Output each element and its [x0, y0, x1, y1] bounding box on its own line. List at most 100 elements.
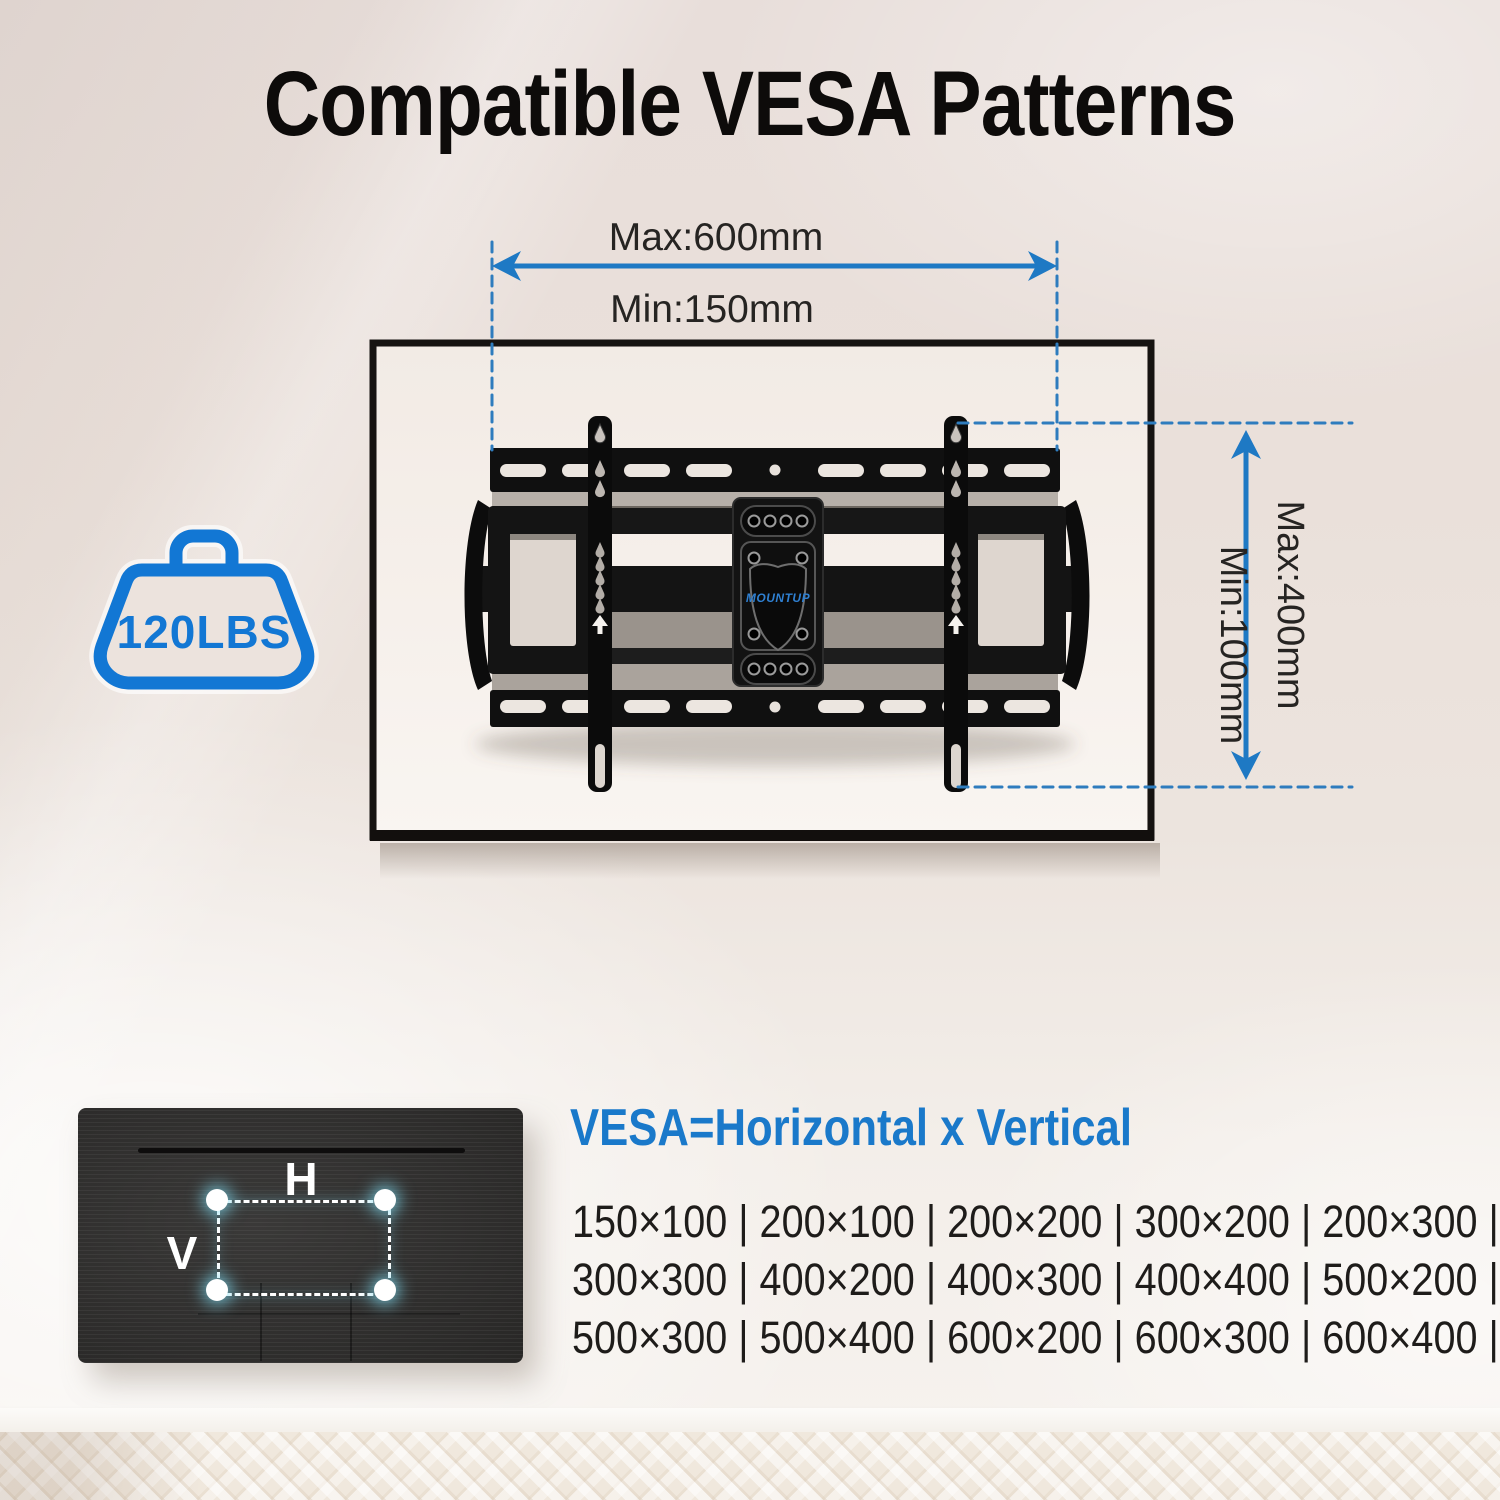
rail-hole: [951, 584, 961, 600]
vertical-dimension: Max:400mm Min:100mm: [956, 421, 1354, 789]
bolt-hole: [795, 627, 809, 641]
right-arm: [962, 500, 1090, 690]
rail-hole: [951, 542, 961, 558]
slot: [818, 464, 864, 477]
rail-hole: [951, 598, 961, 614]
plate-capsule-bottom: [740, 653, 816, 685]
wood-floor: [0, 1432, 1500, 1500]
rail-hole: [950, 422, 962, 444]
vesa-row-1: 150×100 | 200×100 | 200×200 | 300×200 | …: [572, 1196, 1499, 1247]
left-arm-opening-edge: [510, 534, 576, 540]
bolt-hole: [747, 514, 761, 528]
rail-hole: [595, 570, 605, 586]
vesa-corner-dot: [206, 1189, 228, 1211]
page-title-text: Compatible VESA Patterns: [264, 53, 1237, 155]
v-max-label: Max:400mm: [1269, 500, 1311, 709]
slot: [686, 464, 732, 477]
vesa-corner-dot: [206, 1279, 228, 1301]
rail-hole: [594, 480, 605, 498]
h-arrowhead-right: [1028, 251, 1057, 281]
vesa-pattern-list: 150×100 | 200×100 | 200×200 | 300×200 | …: [572, 1193, 1500, 1367]
vesa-corner-dot: [374, 1189, 396, 1211]
left-arm: [464, 500, 592, 690]
v-arrowhead-bottom: [1231, 751, 1261, 780]
slot: [1004, 700, 1050, 713]
vesa-row-3: 500×300 | 500×400 | 600×200 | 600×300 | …: [572, 1312, 1499, 1363]
rail-slot: [595, 744, 605, 788]
mount-diagram: MOUNTUP Max:600mm Min:150mm Max:400mm M: [89, 216, 1354, 879]
slot: [880, 464, 926, 477]
h-max-label: Max:600mm: [609, 216, 824, 259]
right-arm-opening: [978, 534, 1044, 646]
slot: [624, 700, 670, 713]
weight-capacity-label: 120LBS: [117, 606, 292, 658]
bolt-hole: [747, 551, 761, 565]
baseboard: [0, 1408, 1500, 1434]
vesa-row-2: 300×300 | 400×200 | 400×300 | 400×400 | …: [572, 1254, 1499, 1305]
slot: [686, 700, 732, 713]
slot: [818, 700, 864, 713]
slot: [624, 464, 670, 477]
vesa-dashed-rectangle: [217, 1200, 391, 1296]
tv-bottom-edge: [370, 830, 1154, 841]
rail-hole: [951, 570, 961, 586]
weight-capacity-icon: 120LBS: [89, 525, 319, 694]
rail-hole: [951, 480, 961, 498]
screw-hole: [769, 464, 781, 476]
plate-slotted-bar-bottom: [490, 690, 1060, 727]
panel-seam: [260, 1283, 262, 1361]
brand-logo: MOUNTUP: [746, 591, 811, 605]
page-title: Compatible VESA Patterns: [0, 52, 1500, 157]
bolt-hole: [779, 662, 793, 676]
tv-back-panel: H V: [78, 1108, 523, 1363]
rail-hole: [951, 556, 961, 572]
tv-drop-shadow: [380, 843, 1160, 879]
h-min-label: Min:150mm: [610, 288, 814, 331]
left-arm-cap: [464, 500, 492, 690]
left-rail: [588, 416, 612, 792]
left-arm-opening: [510, 534, 576, 646]
screw-hole: [769, 701, 781, 713]
panel-groove: [138, 1148, 465, 1153]
h-arrowhead-left: [492, 251, 521, 281]
up-arrow-icon: [592, 615, 608, 634]
vesa-heading-text: VESA=Horizontal x Vertical: [570, 1099, 1132, 1157]
slot: [500, 464, 546, 477]
bolt-hole: [763, 514, 777, 528]
horizontal-letter: H: [284, 1153, 318, 1205]
rail-hole: [951, 460, 961, 478]
v-arrowhead-top: [1231, 430, 1261, 459]
panel-seam: [350, 1283, 352, 1361]
bolt-hole: [763, 662, 777, 676]
right-arm-opening-edge: [978, 534, 1044, 540]
plate-slotted-bar-top: [490, 448, 1060, 492]
weight-body: [93, 563, 315, 690]
up-arrow-icon: [948, 615, 964, 634]
slot: [1004, 464, 1050, 477]
vesa-corner-dot: [374, 1279, 396, 1301]
bolt-hole: [747, 662, 761, 676]
vesa-heading: VESA=Horizontal x Vertical: [570, 1099, 1239, 1159]
vertical-letter: V: [166, 1227, 198, 1279]
rail-hole: [594, 422, 606, 444]
bolt-hole: [747, 627, 761, 641]
rail-hole: [594, 460, 605, 478]
right-arm-cap: [1062, 500, 1090, 690]
plate-capsule-top: [740, 505, 816, 537]
rail-hole: [595, 598, 605, 614]
slot: [500, 700, 546, 713]
bolt-hole: [795, 514, 809, 528]
slot: [880, 700, 926, 713]
horizontal-dimension: Max:600mm Min:150mm: [490, 216, 1059, 452]
right-rail: [944, 416, 968, 792]
rail-hole: [595, 584, 605, 600]
bolt-hole: [795, 551, 809, 565]
bolt-hole: [795, 662, 809, 676]
rail-hole: [595, 556, 605, 572]
panel-seam: [198, 1313, 460, 1315]
rail-hole: [595, 542, 605, 558]
brand-shield: [748, 563, 808, 652]
mount-shadow: [475, 722, 1075, 766]
v-min-label: Min:100mm: [1212, 546, 1254, 745]
